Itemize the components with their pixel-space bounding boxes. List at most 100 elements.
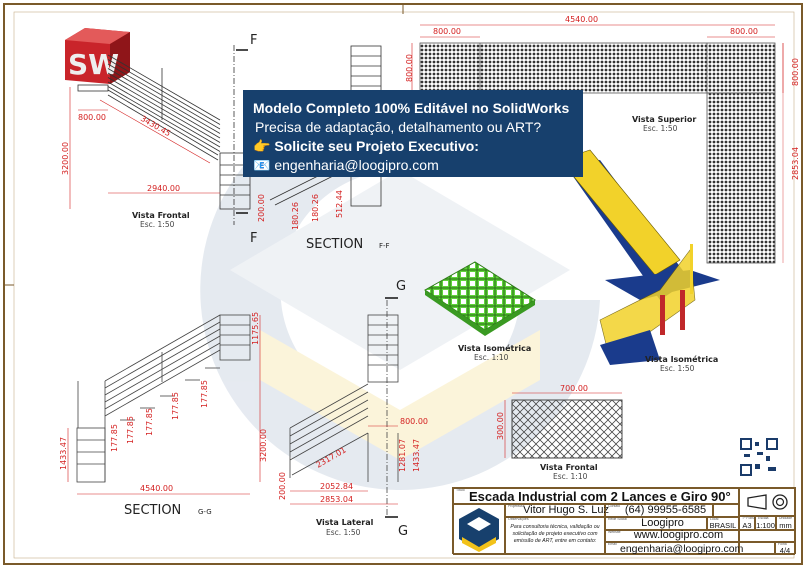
dimension-label: 2853.04 [791, 147, 800, 180]
view-label: Vista Lateral [316, 518, 374, 527]
view-scale: Esc. 1:50 [140, 220, 175, 229]
handrail-line [107, 86, 221, 152]
dimension-label: 1175.65 [251, 312, 260, 345]
section-arrows [385, 297, 398, 518]
view-scale: Esc. 1:50 [326, 528, 361, 537]
title-cell: Título Escada Industrial com 2 Lances e … [453, 488, 739, 504]
promo-email-line: 📧 engenharia@loogipro.com [253, 156, 583, 175]
dimension-label: 177.85 [110, 424, 119, 452]
section-gg-drawing [76, 314, 251, 483]
dimension-label: 800.00 [405, 54, 414, 82]
view-label: Vista Frontal [132, 211, 190, 220]
website-cell: Website www.loogipro.com [605, 530, 739, 542]
sheet-size-cell: Tº Folha A3 [739, 516, 755, 530]
view-label: Vista Isométrica [645, 354, 718, 364]
view-scale: Esc. 1:50 [660, 364, 695, 373]
section-cut-label: F [250, 231, 257, 246]
designer-caption: Projetista [508, 504, 523, 508]
social-caption: Rede Social [608, 517, 627, 521]
sheet-caption: Folha [778, 542, 787, 546]
empty-cell [739, 542, 775, 555]
dimension-label: 1281.07 [398, 439, 407, 472]
designer-name: Vitor Hugo S. Luz [523, 504, 610, 516]
view-scale: Esc. 1:10 [474, 353, 509, 362]
section-suffix: F-F [379, 242, 390, 250]
designer-cell: Projetista Vitor Hugo S. Luz [505, 504, 610, 517]
projection-icon [747, 494, 788, 510]
logo-text: SW [68, 48, 119, 81]
isometric-stair-drawing [559, 149, 720, 365]
handrail-line [107, 54, 221, 121]
notes-caption: Observações [508, 517, 529, 521]
dimension-label: 177.85 [145, 408, 154, 436]
dimension-label: 300.00 [496, 412, 505, 440]
vista-superior-drawing [419, 42, 776, 264]
view-label: Vista Superior [632, 115, 696, 124]
dimension-label: 700.00 [560, 384, 588, 393]
title-block: Título Escada Industrial com 2 Lances e … [452, 487, 796, 555]
contact-cell: Contato (64) 99955-6585 [605, 504, 713, 517]
empty-cell [739, 530, 795, 542]
section-arrows [236, 49, 248, 214]
view-scale: Esc. 1:50 [643, 124, 678, 133]
dimension-label: 180.26 [311, 194, 320, 222]
section-cut-label: G [398, 524, 408, 539]
dimension-label: 1433.47 [59, 437, 68, 470]
local-caption: Local [710, 517, 719, 521]
sheet-number-cell: Folha 4/4 [775, 542, 795, 555]
email-caption: Email [608, 542, 617, 546]
notes-text: Para consultoria técnica, validação ou s… [510, 524, 600, 544]
website-link[interactable]: www.loogipro.com [633, 529, 724, 541]
superior-dimension-lines [411, 24, 784, 263]
section-cut-label: F [250, 33, 257, 48]
promo-email[interactable]: engenharia@loogipro.com [274, 157, 439, 173]
promo-headline: Modelo Completo 100% Editável no SolidWo… [253, 100, 570, 116]
handrail-line [107, 59, 221, 125]
view-label: Vista Isométrica [458, 343, 531, 353]
dimension-label: 200.00 [278, 472, 287, 500]
grating-edge [425, 290, 535, 336]
empty-cell [713, 504, 739, 517]
frontal-dimension-lines [69, 87, 220, 209]
dimension-label: 800.00 [433, 27, 461, 36]
vista-lateral-drawing [289, 300, 399, 515]
dimension-label: 800.00 [78, 113, 106, 122]
promo-cta: Solicite seu Projeto Executivo: [274, 138, 479, 154]
dimension-label: 4540.00 [140, 484, 173, 493]
frontal-grating-drawing [511, 399, 623, 459]
unit-value: mm [779, 520, 792, 530]
dimension-label: 177.85 [171, 392, 180, 420]
sheet-size-caption: Tº Folha [742, 516, 756, 520]
dimension-label: 4540.00 [565, 15, 598, 24]
promo-banner: Modelo Completo 100% Editável no SolidWo… [243, 90, 583, 177]
email-link[interactable]: engenharia@loogipro.com [620, 542, 744, 555]
dimension-label: 2853.04 [320, 495, 353, 504]
notes-cell: Observações Para consultoria técnica, va… [505, 517, 605, 555]
dimension-label: 3430.45 [139, 114, 172, 138]
section-gg-dimension-lines [67, 315, 261, 495]
envelope-icon: 📧 [253, 157, 271, 173]
handrail-line [107, 68, 221, 134]
sheet-size-value: A3 [742, 520, 752, 530]
dimension-label: 177.85 [200, 380, 209, 408]
scale-caption: Escala [758, 516, 769, 520]
unit-cell: Unidade mm [776, 516, 795, 530]
website-caption: Website [608, 530, 621, 534]
loogipro-logo-icon [459, 508, 499, 552]
promo-cta-line: 👉 Solicite seu Projeto Executivo: [253, 137, 583, 156]
drawing-title: Escada Industrial com 2 Lances e Giro 90… [469, 489, 731, 504]
section-cut-label: G [396, 279, 406, 294]
vista-frontal-drawing [77, 45, 251, 225]
scale-cell: Escala 1:100 [755, 516, 776, 530]
section-title: SECTION [124, 503, 181, 518]
contact-caption: Contato [608, 504, 621, 508]
pointing-hand-icon: 👉 [253, 138, 271, 154]
local-cell: Local BRASIL [707, 517, 739, 530]
handrail-line [107, 63, 221, 130]
social-handle[interactable]: Loogipro [641, 517, 684, 529]
dimension-label: 512.44 [335, 190, 344, 218]
projection-symbol [739, 488, 795, 516]
lateral-dimension-lines [290, 425, 398, 505]
